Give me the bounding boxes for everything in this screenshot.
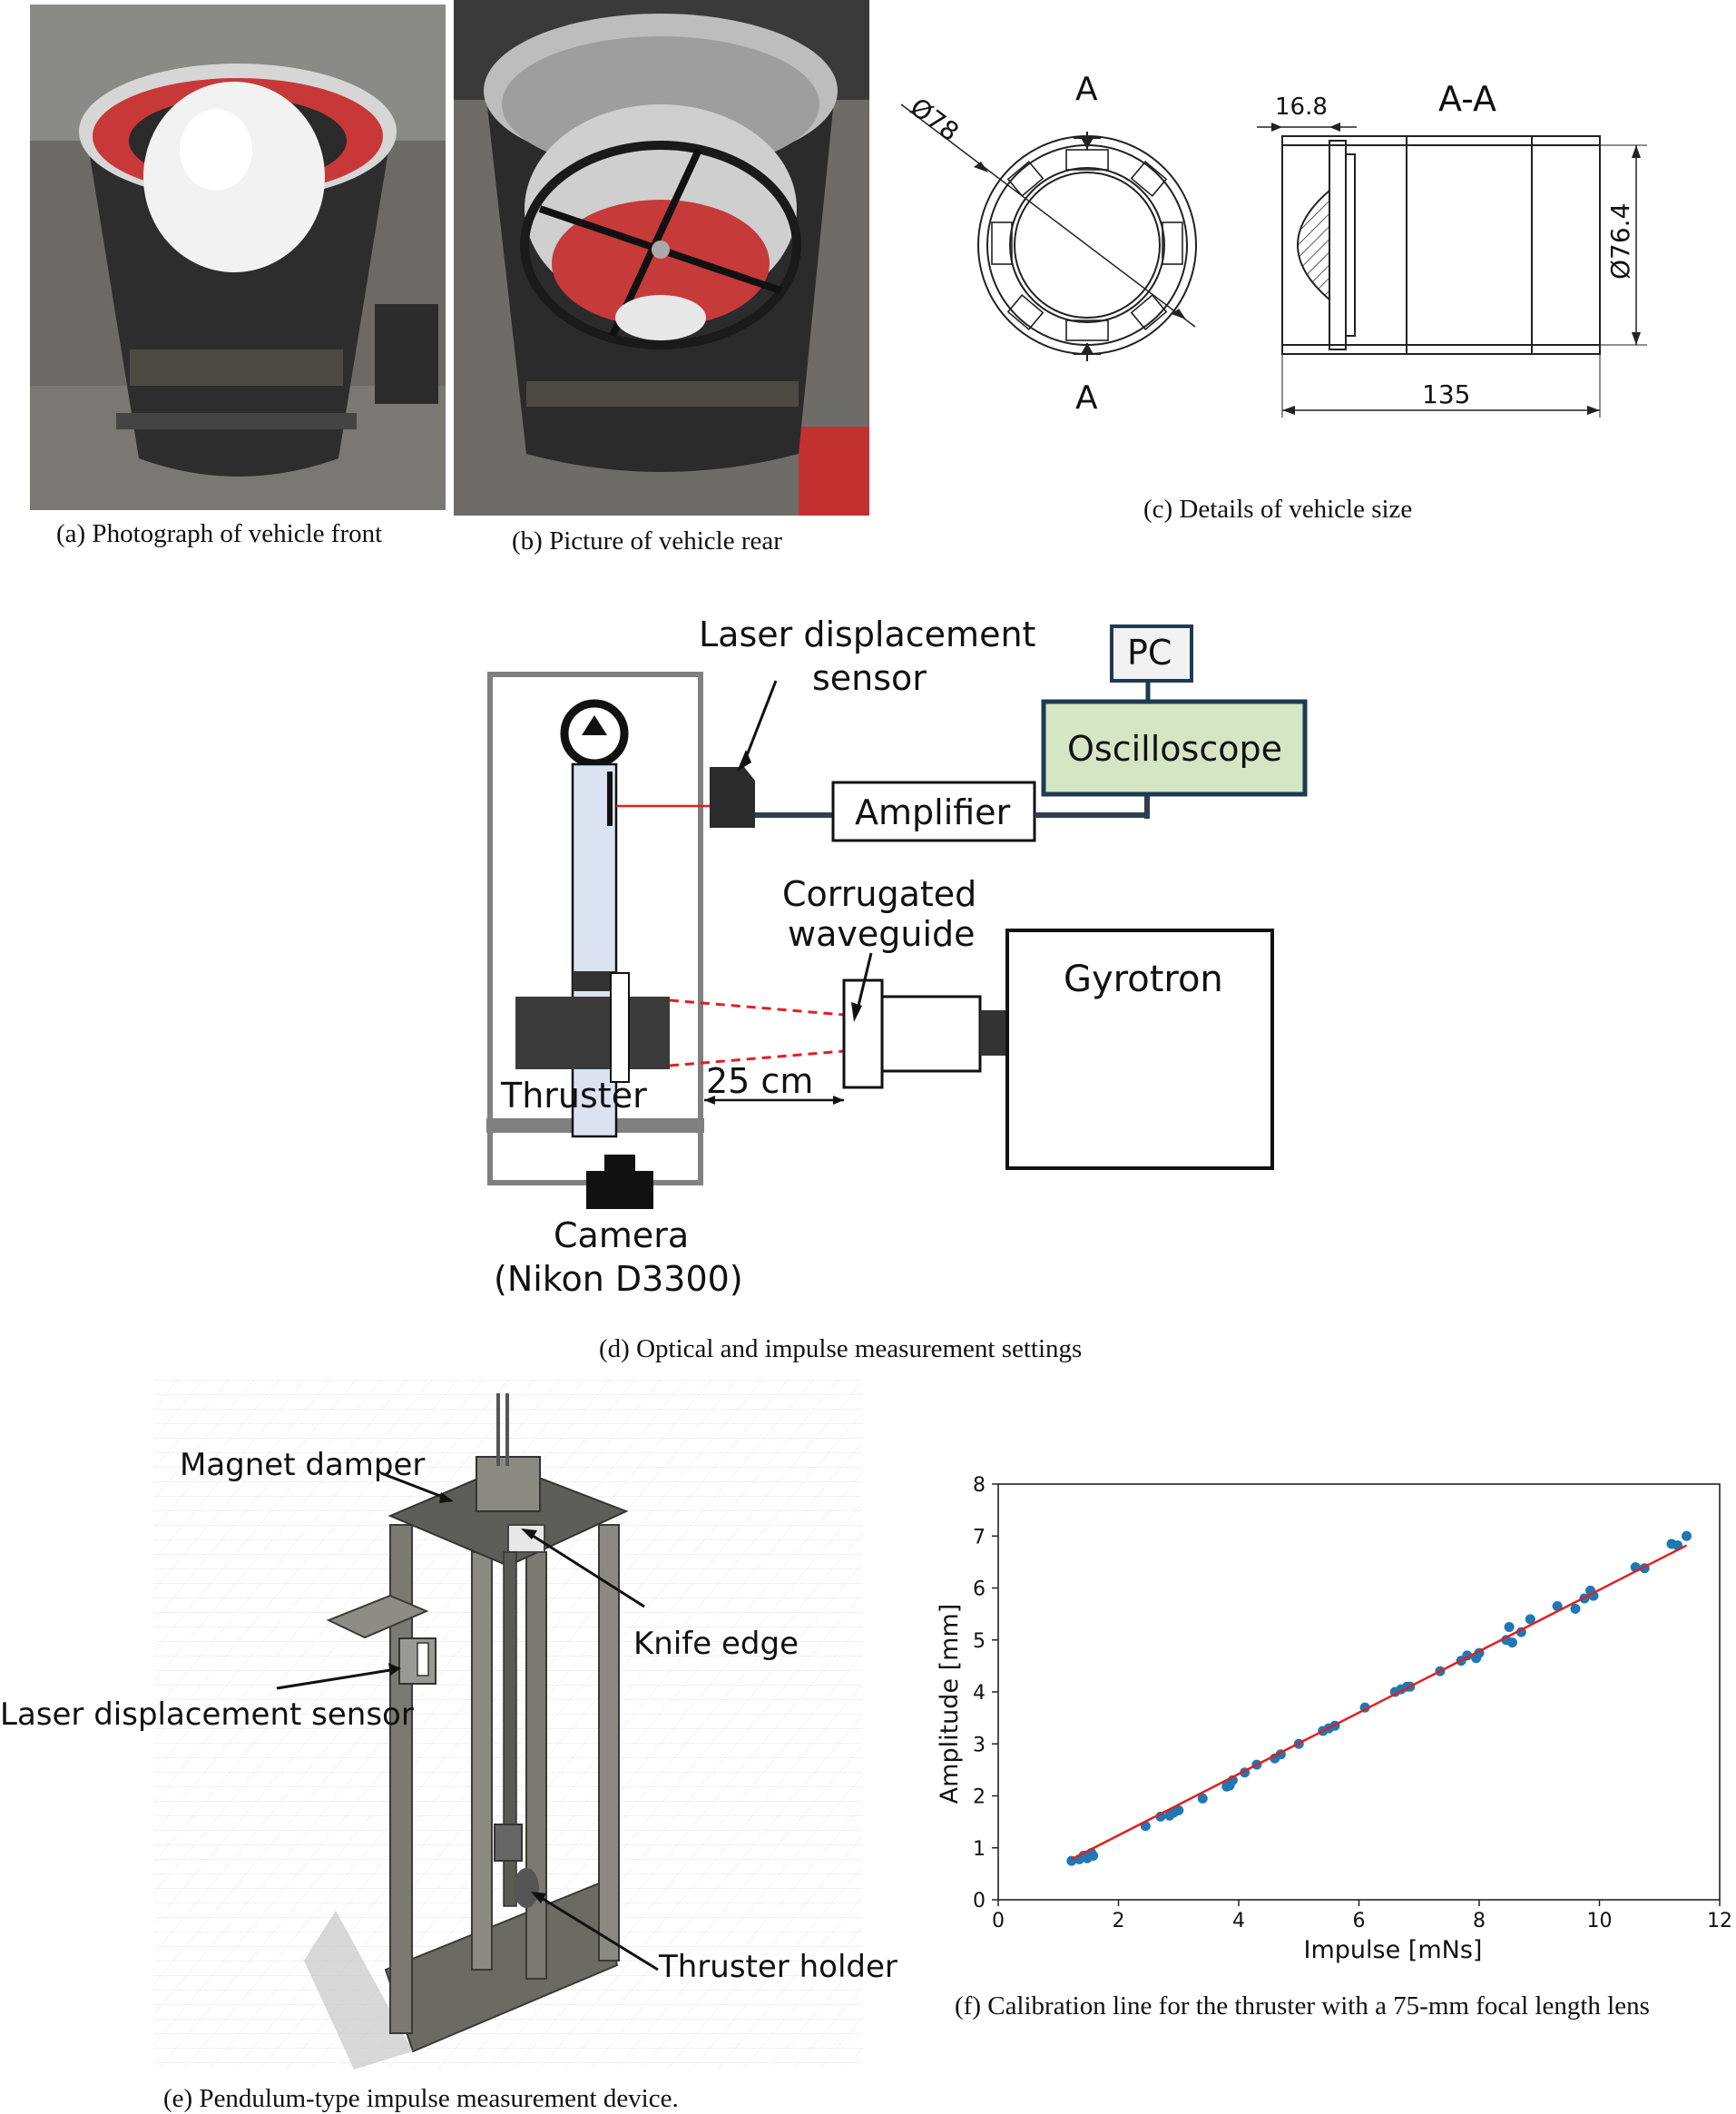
caption-a: (a) Photograph of vehicle front [56, 519, 383, 548]
vehicle-front-photo [30, 5, 446, 510]
gyrotron-label: Gyrotron [1064, 959, 1223, 1000]
thruster-label: Thruster [500, 1076, 647, 1116]
corrugated-label-1: Corrugated [782, 874, 976, 914]
fit-line [1071, 1544, 1688, 1861]
y-tick-label: 8 [973, 1474, 986, 1497]
x-tick-label: 10 [1587, 1910, 1613, 1932]
x-tick-label: 12 [1707, 1910, 1732, 1932]
data-point [1088, 1850, 1099, 1861]
data-point [1570, 1603, 1581, 1614]
thruster-holder-label: Thruster holder [658, 1949, 897, 1985]
pendulum-arm [571, 762, 618, 1138]
data-point [1552, 1601, 1563, 1612]
pc-label: PC [1127, 633, 1172, 673]
waveguide-tube [880, 995, 982, 1073]
pc-box [1110, 624, 1193, 683]
y-tick-label: 7 [973, 1526, 986, 1549]
caption-f: (f) Calibration line for the thruster wi… [955, 1991, 1650, 2021]
caption-b: (b) Picture of vehicle rear [512, 526, 782, 556]
y-tick-label: 2 [973, 1786, 986, 1809]
y-tick-label: 1 [973, 1838, 986, 1861]
vehicle-rear-photo [454, 0, 869, 516]
laser-label-1: Laser displacement [699, 617, 1035, 654]
amplifier-label: Amplifier [855, 792, 1011, 832]
caption-d: (d) Optical and impulse measurement sett… [599, 1334, 1083, 1363]
camera-icon [586, 1155, 653, 1209]
dim-length-label: 135 [1422, 379, 1470, 409]
caption-c: (c) Details of vehicle size [1143, 495, 1413, 524]
caption-e: (e) Pendulum-type impulse measurement de… [163, 2084, 679, 2113]
corrugated-label-2: waveguide [788, 914, 976, 954]
knife-edge-label: Knife edge [633, 1626, 799, 1662]
amplifier-box [831, 781, 1036, 842]
laser-label-2: sensor [812, 658, 927, 698]
x-axis-label: Impulse [mNs] [1304, 1936, 1483, 1964]
x-tick-label: 8 [1473, 1910, 1486, 1932]
section-mark-bottom: A [1075, 379, 1098, 417]
oscilloscope-label: Oscilloscope [1067, 729, 1282, 769]
x-tick-label: 4 [1232, 1910, 1245, 1932]
distance-label: 25 cm [706, 1061, 813, 1101]
y-tick-label: 5 [973, 1630, 986, 1653]
magnet-damper-label: Magnet damper [180, 1447, 425, 1483]
y-axis-label: Amplitude [mm] [936, 1604, 964, 1804]
y-tick-label: 3 [973, 1734, 986, 1756]
data-point [1504, 1621, 1515, 1632]
section-title: A-A [1438, 79, 1496, 119]
data-point [1506, 1637, 1517, 1648]
vehicle-size-drawing: Ø78 A A A-A 16.8 Ø76.4 135 [900, 71, 1647, 418]
thruster-body [515, 997, 670, 1069]
data-point [1682, 1530, 1692, 1541]
measurement-setup-diagram: Thruster Laser displacement sensor Ampli… [486, 617, 1308, 1299]
plot-frame [997, 1483, 1721, 1901]
x-tick-label: 0 [992, 1910, 1005, 1932]
data-point [1173, 1805, 1184, 1816]
data-point [1525, 1614, 1535, 1625]
gyrotron-box [1005, 929, 1274, 1170]
laser-sensor-icon [710, 767, 755, 828]
dim-inner-label: Ø76.4 [1605, 203, 1635, 280]
y-tick-label: 4 [973, 1682, 986, 1705]
y-tick-label: 0 [973, 1890, 986, 1912]
data-point [1197, 1793, 1208, 1804]
camera-label-1: Camera [554, 1215, 689, 1255]
x-tick-label: 2 [1113, 1910, 1125, 1932]
section-mark-top: A [1075, 71, 1098, 108]
camera-label-2: (Nikon D3300) [494, 1259, 743, 1299]
laser-sensor-label: Laser displacement sensor [0, 1696, 414, 1733]
y-tick-label: 6 [973, 1578, 986, 1601]
waveguide-horn [842, 978, 884, 1089]
dim-outer-label: Ø78 [905, 92, 965, 147]
pendulum-device-render: Magnet damper Knife edge Laser displacem… [0, 1380, 897, 2070]
dim-depth-label: 16.8 [1275, 93, 1328, 121]
x-tick-label: 6 [1353, 1910, 1366, 1932]
oscilloscope-box [1041, 699, 1308, 797]
